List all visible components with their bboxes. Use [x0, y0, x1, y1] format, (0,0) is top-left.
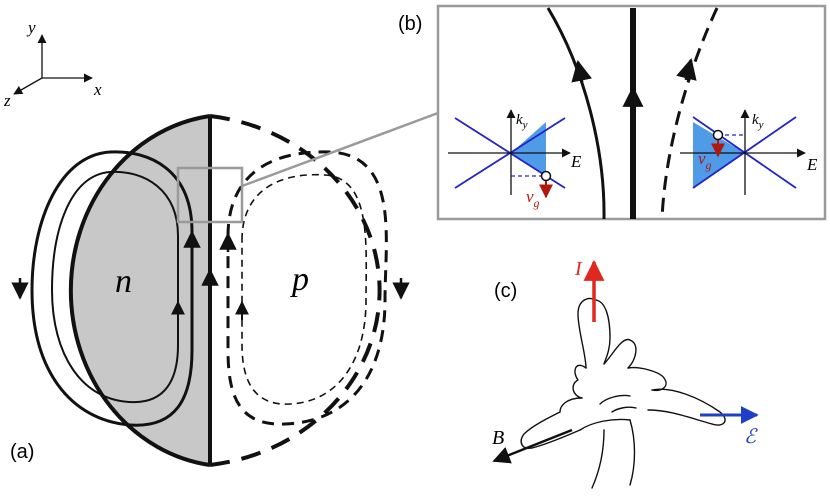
zoom-line-top [241, 111, 439, 188]
n-edge-channel [546, 7, 606, 220]
e-label-right: E [806, 155, 818, 174]
panel-a: n p (a) [10, 111, 439, 467]
n-region [70, 116, 210, 465]
ky-label-right: ky [752, 112, 764, 131]
ky-label-left: ky [516, 112, 528, 131]
bfield-label: B [492, 427, 504, 449]
z-axis-label: z [3, 91, 11, 110]
state-point-left [540, 170, 552, 182]
vg-label-right: vg [698, 149, 712, 172]
zoom-line-bottom [242, 113, 438, 222]
coordinate-axes: y x z [3, 18, 102, 110]
panel-a-tag: (a) [10, 441, 34, 463]
e-label-left: E [570, 152, 582, 171]
zoom-box [176, 166, 244, 224]
p-loop-middle [226, 150, 388, 426]
dirac-cone-right: ky E vg [680, 109, 818, 195]
panel-b: (b) ky E vg [398, 4, 827, 221]
current-label: I [574, 258, 583, 280]
bfield-arrow [492, 428, 573, 464]
panel-c: (c) I ℰ B [492, 258, 759, 489]
y-axis-label: y [26, 18, 36, 37]
n-outer-edge [68, 114, 211, 467]
n-loop-inner [50, 170, 179, 404]
p-outer-edge [209, 114, 382, 467]
p-loop-inner [241, 173, 368, 405]
n-loop-middle [30, 150, 194, 427]
p-edge-channel [660, 7, 719, 220]
efield-label: ℰ [744, 426, 758, 448]
vg-label-left: vg [526, 187, 540, 210]
dirac-cone-left: ky E vg [448, 109, 582, 210]
hand-sketch [520, 297, 726, 489]
panel-c-tag: (c) [494, 280, 517, 302]
n-label: n [115, 263, 132, 300]
panel-b-tag: (b) [398, 13, 422, 35]
x-axis-label: x [93, 80, 102, 99]
p-label: p [290, 261, 309, 298]
state-point-right [712, 129, 724, 141]
